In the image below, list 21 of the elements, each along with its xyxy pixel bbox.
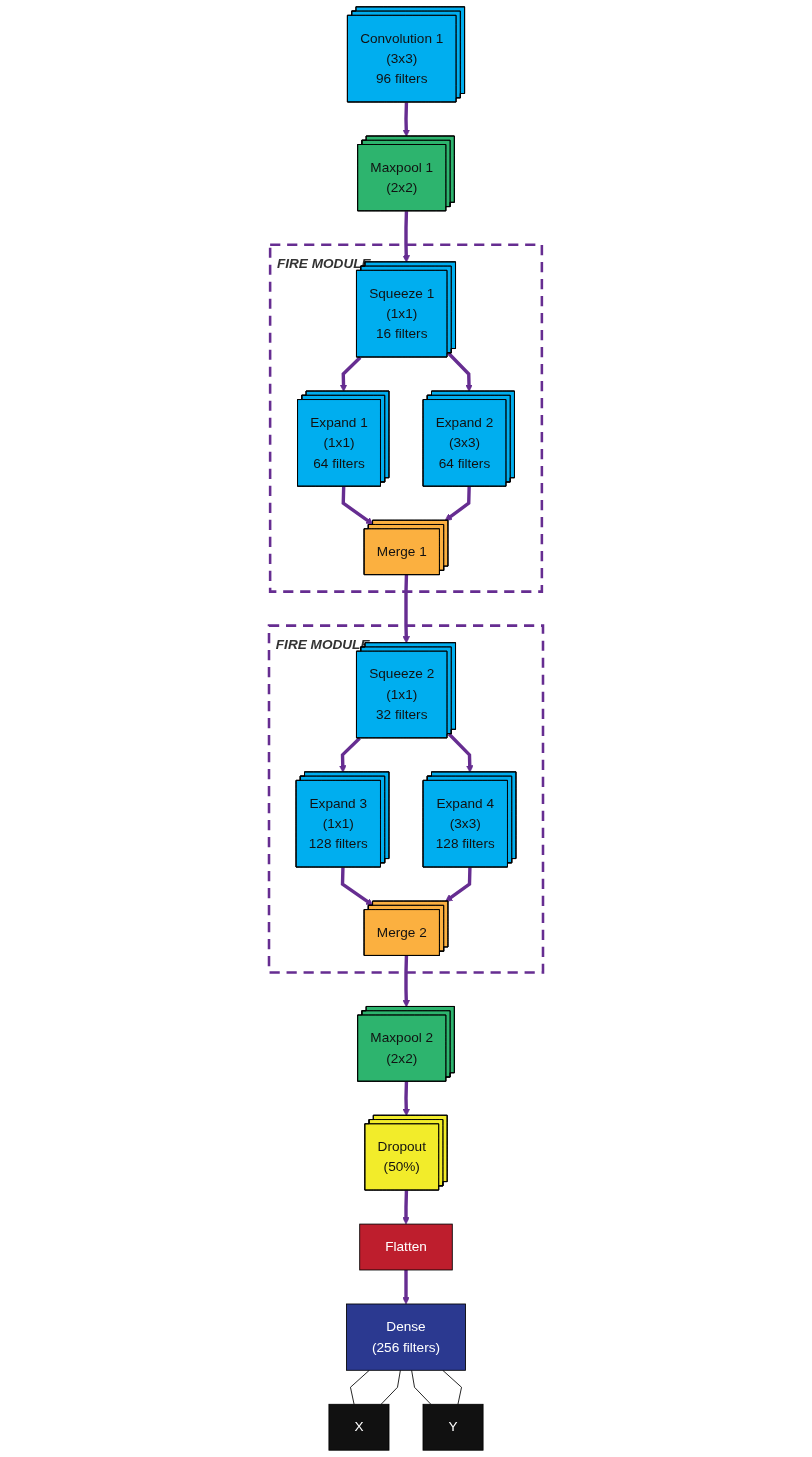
node-box: Dense (256 filters)	[346, 1303, 466, 1371]
connector	[380, 1369, 401, 1405]
arrow	[339, 737, 361, 773]
arrow	[444, 486, 471, 521]
arrow	[339, 356, 362, 392]
arrow	[402, 1081, 410, 1117]
node-box: X	[328, 1403, 390, 1451]
arrow	[447, 732, 474, 773]
arrow	[402, 1190, 410, 1225]
arrow	[402, 211, 410, 263]
node-box: Flatten	[359, 1223, 453, 1271]
arrow	[402, 1270, 410, 1305]
node-box: Y	[422, 1403, 484, 1451]
arrow	[402, 102, 410, 137]
arrow	[402, 955, 410, 1008]
arrow	[402, 575, 410, 644]
arrow	[341, 486, 374, 525]
connector	[411, 1369, 432, 1405]
arrow	[447, 352, 473, 392]
arrow	[340, 867, 374, 906]
arrow	[445, 867, 472, 902]
